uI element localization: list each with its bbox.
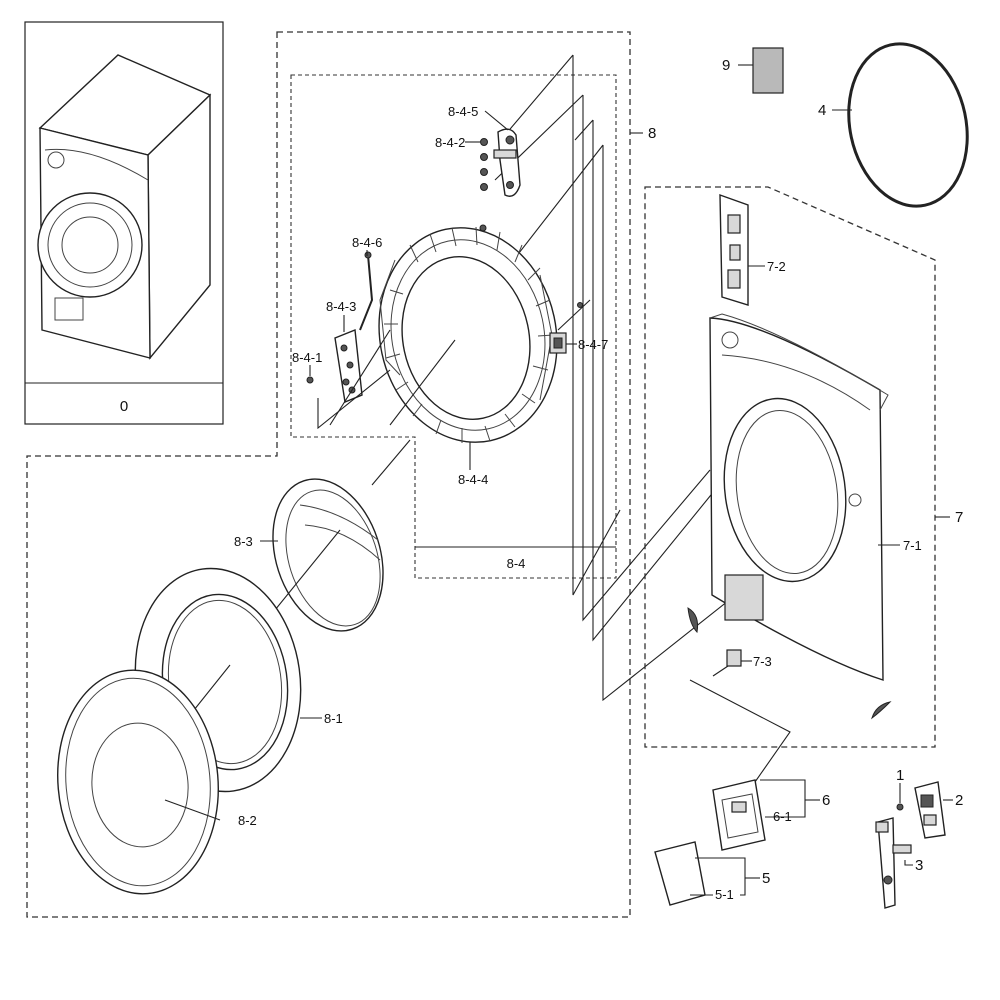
lock-housing-part: [914, 781, 946, 839]
label-holder-assy: 6: [822, 792, 830, 809]
front-panel-part: [709, 313, 889, 681]
label-door: 8: [648, 125, 656, 142]
label-front-panel: 7-1: [903, 538, 922, 553]
label-holder: 6-1: [773, 809, 792, 824]
panel-clip-right: [871, 701, 892, 720]
label-door-ring: 8-1: [324, 711, 343, 726]
door-inner-group-outline: [290, 74, 617, 579]
assembly-leader-lines: [494, 54, 806, 702]
door-cover-part: [57, 669, 219, 895]
washer-assembly-illustration: [37, 54, 212, 360]
front-panel-group-outline: [644, 186, 936, 748]
hinge-part: [493, 128, 521, 197]
lock-lever-part: [875, 817, 912, 909]
door-glass-part: [272, 478, 384, 632]
label-latch: 8-4-7: [578, 337, 608, 352]
latch-wire-part: [359, 251, 374, 331]
label-lock-housing: 2: [955, 792, 963, 809]
label-door-glass: 8-3: [234, 534, 253, 549]
label-sheet: 9: [722, 57, 730, 74]
label-door-inner: 8-4: [507, 556, 526, 571]
holder-part: [712, 779, 766, 851]
label-door-cover: 8-2: [238, 813, 257, 828]
hinge-plate-part: [334, 329, 363, 403]
bracket-part: [719, 193, 749, 306]
label-screw: 8-4-1: [292, 350, 322, 365]
door-frame-part: [378, 226, 558, 443]
screw-part: [306, 376, 314, 384]
label-hinge: 8-4-5: [448, 104, 478, 119]
panel-holder-leader: [689, 679, 791, 783]
label-door-frame: 8-4-4: [458, 472, 488, 487]
label-bracket: 7-2: [767, 259, 786, 274]
sheet-part: [752, 47, 784, 94]
label-hinge-screws: 8-4-2: [435, 135, 465, 150]
label-lock-lever: 3: [915, 857, 923, 874]
panel-clip-left: [687, 607, 699, 634]
label-filter-cover: 5-1: [715, 887, 734, 902]
label-assembly: 0: [120, 398, 128, 415]
label-filter-cover-assy: 5: [762, 870, 770, 887]
label-ring: 4: [818, 102, 826, 119]
label-latch-wire: 8-4-6: [352, 235, 382, 250]
label-front-panel-assy: 7: [955, 509, 963, 526]
hinge-screws: [479, 138, 488, 232]
door-group-outline: [26, 31, 631, 918]
door-switch-part: [712, 649, 742, 677]
label-door-switch: 7-3: [753, 654, 772, 669]
clip-part: [896, 803, 904, 811]
label-hinge-plate: 8-4-3: [326, 299, 356, 314]
label-clip: 1: [896, 767, 904, 784]
ring-part: [847, 42, 969, 208]
latch-part: [549, 302, 583, 354]
assembly-overview-box: 0: [24, 21, 224, 425]
